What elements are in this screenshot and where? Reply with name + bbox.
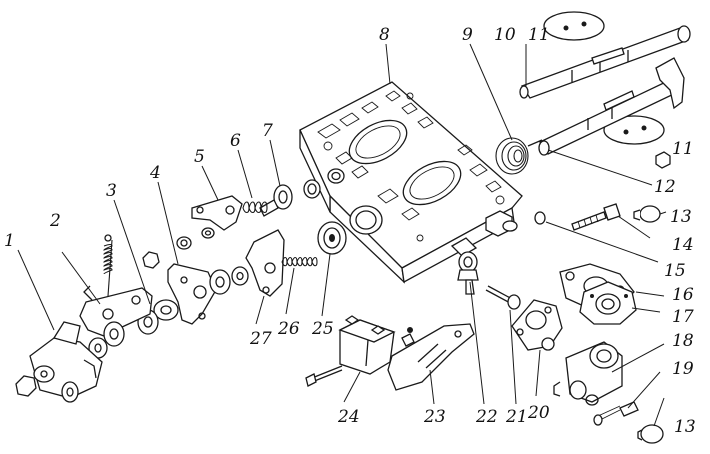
callout-1: 1 — [4, 231, 15, 251]
callout-17: 17 — [672, 307, 694, 327]
callout-13-lower: 13 — [674, 417, 696, 437]
callout-26: 26 — [277, 319, 300, 339]
part-18-valve-body — [553, 341, 623, 406]
callout-3: 3 — [106, 181, 117, 201]
part-19-screw — [593, 401, 639, 426]
part-20-diaphragm-housing — [511, 299, 563, 351]
part-13-cap-upper — [633, 205, 661, 223]
part-17-cover — [579, 281, 637, 325]
callout-7: 7 — [262, 121, 273, 141]
callout-8: 8 — [379, 25, 390, 45]
callout-4: 4 — [149, 163, 161, 183]
callout-19: 19 — [672, 359, 694, 379]
callout-25: 25 — [311, 319, 334, 339]
callout-22: 22 — [475, 407, 498, 427]
callout-11-lower: 11 — [672, 139, 694, 159]
part-21-rod — [485, 285, 521, 310]
part-22-fitting — [457, 251, 479, 295]
callout-10: 10 — [494, 25, 516, 45]
part-25-cap — [317, 221, 347, 255]
callout-20: 20 — [527, 403, 550, 423]
part-27-lever — [209, 229, 285, 297]
part-14-needle-screw — [571, 203, 621, 231]
part-7-bushing — [259, 179, 321, 217]
callout-11-upper: 11 — [528, 25, 550, 45]
callout-24: 24 — [337, 407, 360, 427]
callout-labels: 1 2 3 4 5 6 7 8 9 10 11 11 12 13 13 14 1… — [4, 25, 696, 437]
callout-15: 15 — [664, 261, 686, 281]
part-2-throttle-lever — [79, 285, 153, 359]
part-15-o-ring — [534, 211, 546, 225]
callout-14: 14 — [672, 235, 694, 255]
part-5-lever — [191, 195, 243, 231]
part-23-bracket — [387, 323, 475, 391]
callout-2: 2 — [49, 211, 61, 231]
part-13-cap-lower — [637, 424, 664, 444]
part-9-spiral-spring — [495, 137, 543, 175]
callout-18: 18 — [672, 331, 694, 351]
part-10-shaft — [519, 25, 691, 99]
callout-27: 27 — [249, 329, 272, 349]
callout-16: 16 — [672, 285, 694, 305]
part-1-throttle-sector — [15, 321, 103, 403]
callout-12: 12 — [654, 177, 676, 197]
callout-21: 21 — [505, 407, 528, 427]
part-4-lever-plate — [142, 227, 217, 325]
part-11-throttle-discs — [543, 11, 665, 145]
part-24-solenoid — [305, 315, 396, 387]
callout-23: 23 — [423, 407, 446, 427]
part-6-spring — [242, 201, 268, 214]
callout-leaders — [17, 43, 667, 427]
callout-13-upper: 13 — [670, 207, 692, 227]
part-8-throttle-body — [299, 81, 523, 284]
part-26-spring — [281, 256, 318, 267]
callout-6: 6 — [230, 131, 241, 151]
callout-5: 5 — [194, 147, 205, 167]
part-12-shaft — [538, 57, 685, 169]
callout-9: 9 — [462, 25, 473, 45]
